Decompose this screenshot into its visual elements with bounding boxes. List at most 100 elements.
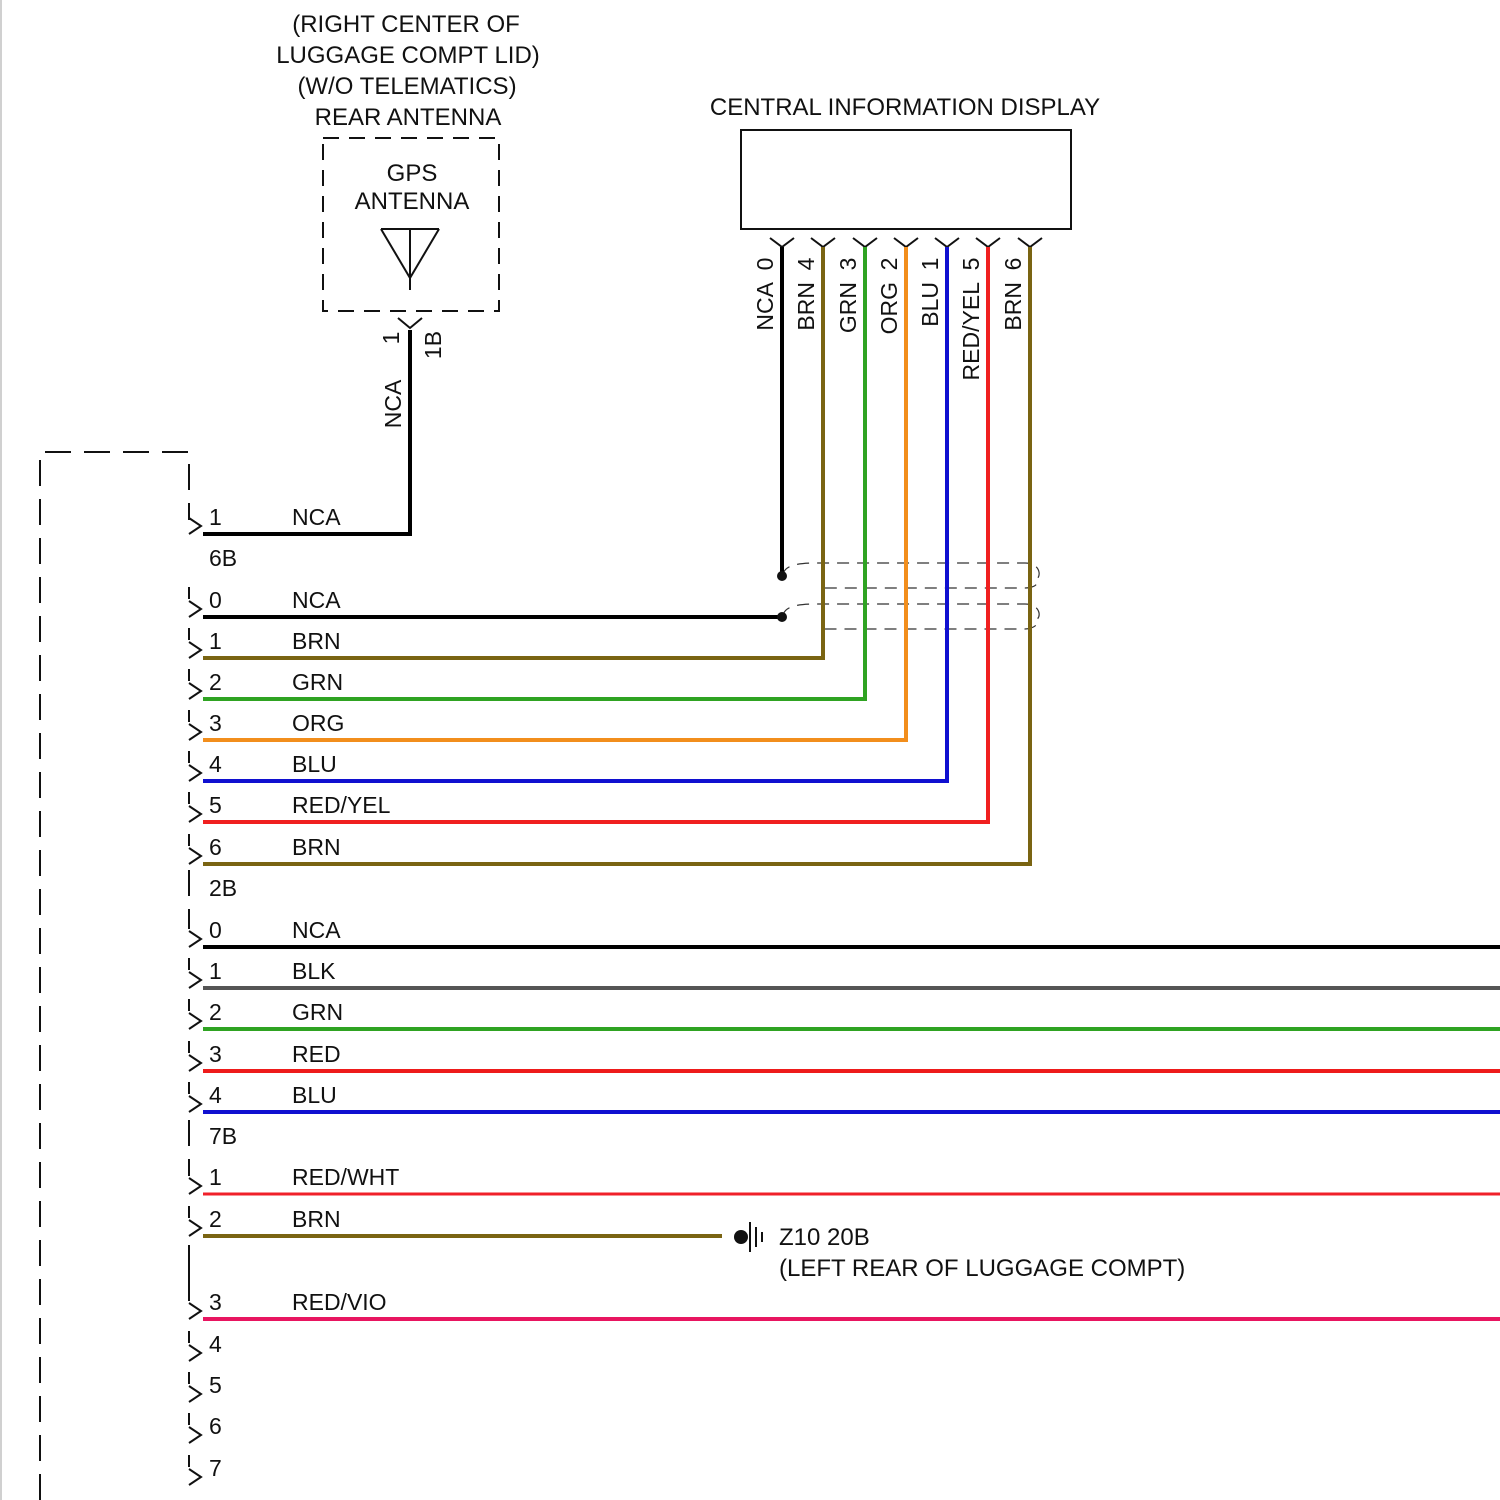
wire-color-label-blk: BLK: [292, 958, 336, 984]
wire-color-label-red-wht: RED/WHT: [292, 1164, 399, 1190]
cid-pin-color-label: GRN: [835, 282, 861, 333]
antenna-location-line: (W/O TELEMATICS): [297, 73, 516, 100]
module-pin-connector: [189, 1220, 201, 1236]
wire-color-label-red-yel: RED/YEL: [292, 792, 391, 818]
module-outline: [40, 452, 189, 1500]
cid-pin-number: 0: [752, 258, 778, 271]
antenna-box-label: GPS: [387, 160, 438, 187]
wire-color-label-blu: BLU: [292, 751, 337, 777]
cid-pin-connector: [853, 238, 877, 247]
module-pin-number: 6: [209, 1413, 222, 1439]
module-pin-number: 5: [209, 1372, 222, 1398]
module-pin-connector: [189, 724, 201, 740]
module-pin-connector: [189, 1386, 201, 1402]
shield-splice-dot: [777, 612, 787, 622]
module-pin-connector: [189, 601, 201, 617]
module-pin-connector: [189, 1345, 201, 1361]
module-pin-number: 1: [209, 504, 222, 530]
cid-pin-color-label: BRN: [1000, 282, 1026, 331]
wire-color-label-nca: NCA: [292, 504, 341, 530]
wire-color-label-grn: GRN: [292, 669, 343, 695]
cid-pin-connector: [894, 238, 918, 247]
module-pin-number: 3: [209, 1041, 222, 1067]
module-pin-number: 2: [209, 1206, 222, 1232]
wire-color-label-nca: NCA: [292, 587, 341, 613]
module-pin-number: 2: [209, 999, 222, 1025]
cid-pin-connector: [811, 238, 835, 247]
module-pin-number: 4: [209, 1331, 222, 1357]
module-connector-id: 6B: [209, 545, 237, 571]
module-pin-connector: [189, 1469, 201, 1485]
module-pin-number: 1: [209, 628, 222, 654]
module-pin-connector: [189, 765, 201, 781]
cid-pin-number: 4: [793, 257, 819, 270]
module-pin-connector: [189, 972, 201, 988]
cid-pin-color-label: BLU: [917, 282, 943, 327]
ground-id: Z10 20B: [779, 1224, 870, 1251]
wire-color-label-brn: BRN: [292, 628, 341, 654]
module-pin-number: 4: [209, 751, 222, 777]
cid-box: [741, 130, 1071, 229]
module-connector-id: 7B: [209, 1123, 237, 1149]
wire-color-label-brn: BRN: [292, 1206, 341, 1232]
cid-pin-number: 2: [876, 258, 902, 271]
antenna-name: REAR ANTENNA: [315, 104, 502, 131]
cid-pin-number: 6: [1000, 258, 1026, 271]
module-pin-connector: [189, 1055, 201, 1071]
connector-symbol: [398, 318, 422, 328]
cid-pin-number: 5: [958, 258, 984, 271]
cid-pin-color-label: NCA: [752, 281, 778, 330]
wire-color-label-brn: BRN: [292, 834, 341, 860]
module-pin-connector: [189, 1013, 201, 1029]
module-pin-connector: [189, 1303, 201, 1319]
module-pin-number: 3: [209, 710, 222, 736]
wire-color-label-org: ORG: [292, 710, 344, 736]
module-pin-number: 0: [209, 587, 222, 613]
antenna-connector-id: 1B: [420, 331, 446, 359]
wire-color-label-nca: NCA: [292, 917, 341, 943]
wire-color-label-blu: BLU: [292, 1082, 337, 1108]
cid-pin-connector: [770, 238, 794, 247]
module-pin-connector: [189, 1096, 201, 1112]
module-pin-number: 3: [209, 1289, 222, 1315]
module-pin-number: 2: [209, 669, 222, 695]
module-pin-number: 6: [209, 834, 222, 860]
cid-pin-connector: [976, 238, 1000, 247]
module-pin-connector: [189, 1178, 201, 1194]
module-pin-number: 0: [209, 917, 222, 943]
antenna-pin-number: 1: [378, 332, 404, 345]
cid-pin-connector: [935, 238, 959, 247]
module-pin-number: 1: [209, 958, 222, 984]
wire-color-label-red: RED: [292, 1041, 341, 1067]
module-pin-connector: [189, 1427, 201, 1443]
cid-pin-color-label: RED/YEL: [958, 282, 984, 381]
cid-pin-connector: [1018, 238, 1042, 247]
module-pin-connector: [189, 642, 201, 658]
wire-color-label-grn: GRN: [292, 999, 343, 1025]
module-connector-id: 2B: [209, 875, 237, 901]
ground-point: Z10 20B (LEFT REAR OF LUGGAGE COMPT): [734, 1222, 1185, 1282]
ground-location: (LEFT REAR OF LUGGAGE COMPT): [779, 1255, 1185, 1282]
antenna-location-line: LUGGAGE COMPT LID): [276, 42, 540, 69]
wire-color-label-red-vio: RED/VIO: [292, 1289, 387, 1315]
antenna-box-label: ANTENNA: [355, 188, 470, 215]
module-pin-connector: [189, 931, 201, 947]
module-pin-number: 5: [209, 792, 222, 818]
cid-pin-number: 1: [917, 258, 943, 271]
module-pin-connector: [189, 683, 201, 699]
antenna-icon: [381, 229, 439, 290]
antenna-location-line: (RIGHT CENTER OF: [292, 11, 520, 38]
module-pin-number: 4: [209, 1082, 222, 1108]
module-pin-connector: [189, 518, 201, 534]
shield-splice-dot: [777, 571, 787, 581]
cid-pin-number: 3: [835, 258, 861, 271]
cid-pin-color-label: ORG: [876, 282, 902, 334]
cid-pin-color-label: BRN: [793, 282, 819, 331]
antenna-wire-color-label: NCA: [380, 379, 406, 428]
ground-splice-dot: [734, 1230, 748, 1244]
cid-title: CENTRAL INFORMATION DISPLAY: [710, 94, 1100, 121]
module-pin-number: 1: [209, 1164, 222, 1190]
module-pin-number: 7: [209, 1455, 222, 1481]
module-pin-connector: [189, 806, 201, 822]
